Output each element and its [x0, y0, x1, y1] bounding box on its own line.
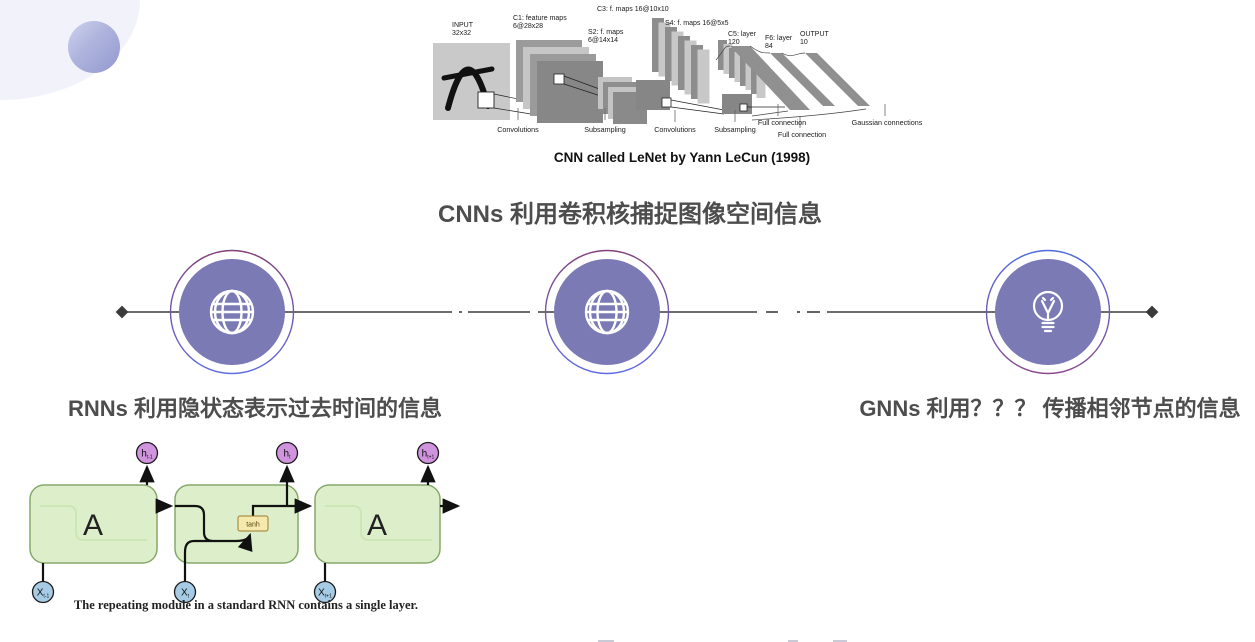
rnn-cell-label: A: [83, 509, 103, 542]
rnn-module-figure: tanh A A ht-1 ht ht+1 Xt-1: [29, 441, 461, 604]
svg-text:ht: ht: [284, 449, 292, 461]
rnn-cells: [29, 484, 441, 564]
svg-text:Convolutions: Convolutions: [654, 125, 696, 134]
svg-text:120: 120: [728, 39, 740, 46]
svg-text:INPUT: INPUT: [452, 22, 474, 29]
rnn-tanh-box: tanh: [237, 515, 269, 532]
rnn-signal-paths: [41, 464, 461, 582]
svg-text:C5: layer: C5: layer: [728, 31, 757, 38]
svg-text:Xt+1: Xt+1: [318, 588, 332, 600]
svg-text:6@14x14: 6@14x14: [588, 37, 618, 44]
svg-text:84: 84: [765, 43, 773, 50]
lenet-c3-stack: [652, 18, 710, 104]
svg-text:Gaussian connections: Gaussian connections: [852, 118, 923, 127]
svg-text:Subsampling: Subsampling: [714, 125, 756, 134]
timeline-node-rnn: [544, 249, 670, 375]
svg-text:C1: feature maps: C1: feature maps: [513, 15, 567, 22]
rnn-hidden-nodes: ht-1 ht ht+1: [135, 441, 440, 465]
svg-text:Xt: Xt: [181, 588, 190, 600]
timeline-node-gnn: [985, 249, 1111, 375]
gnn-heading: GNNs 利用？？？ 传播相邻节点的信息: [859, 396, 1241, 421]
cnn-heading: CNNs 利用卷积核捕捉图像空间信息: [437, 201, 822, 228]
timeline-start-diamond: [115, 305, 129, 319]
rnn-cell-label: A: [367, 509, 387, 542]
globe-icon: [584, 289, 630, 335]
rnn-tanh-label: tanh: [246, 522, 260, 529]
rnn-input-nodes: Xt-1 Xt Xt+1: [31, 580, 337, 604]
svg-text:Subsampling: Subsampling: [584, 125, 626, 134]
svg-text:S4: f. maps 16@5x5: S4: f. maps 16@5x5: [665, 20, 729, 27]
rnn-heading: RNNs 利用隐状态表示过去时间的信息: [67, 396, 442, 421]
svg-text:C3: f. maps 16@10x10: C3: f. maps 16@10x10: [597, 6, 669, 13]
lenet-fc-bars: [730, 46, 870, 110]
svg-text:ht+1: ht+1: [422, 449, 435, 461]
svg-text:ht-1: ht-1: [141, 449, 153, 461]
timeline-end-diamond: [1145, 305, 1159, 319]
svg-text:32x32: 32x32: [452, 30, 471, 37]
bottom-edge-artifact: [833, 640, 847, 642]
svg-text:Full connection: Full connection: [758, 118, 806, 127]
lenet-s4-stack: [718, 40, 766, 98]
lenet-c1-stack: [516, 40, 603, 123]
timeline: [115, 249, 1159, 375]
lenet-layer-labels: INPUT 32x32 C1: feature maps 6@28x28 S2:…: [452, 6, 830, 50]
svg-text:Xt-1: Xt-1: [37, 588, 50, 600]
svg-text:Convolutions: Convolutions: [497, 125, 539, 134]
bottom-edge-artifact: [788, 640, 798, 642]
svg-text:10: 10: [800, 39, 808, 46]
lenet-input-letter-bar: [441, 66, 495, 81]
lenet-architecture-figure: INPUT 32x32 C1: feature maps 6@28x28 S2:…: [433, 6, 923, 139]
svg-text:6@28x28: 6@28x28: [513, 23, 543, 30]
svg-text:OUTPUT: OUTPUT: [800, 31, 830, 38]
globe-icon: [209, 289, 255, 335]
svg-text:Full connection: Full connection: [778, 130, 826, 139]
lenet-caption: CNN called LeNet by Yann LeCun (1998): [553, 150, 811, 165]
lenet-tick-marks: [517, 104, 886, 128]
timeline-node-cnn: [169, 249, 295, 375]
lightbulb-icon: [1032, 290, 1064, 333]
bottom-edge-artifact: [598, 640, 614, 642]
svg-text:S2: f. maps: S2: f. maps: [588, 29, 624, 36]
rnn-caption: The repeating module in a standard RNN c…: [73, 598, 419, 612]
lenet-operation-labels: Convolutions Subsampling Convolutions Su…: [497, 118, 923, 139]
svg-text:F6: layer: F6: layer: [765, 35, 793, 42]
corner-gradient-circle: [68, 21, 120, 73]
lenet-receptive-field-box: [477, 91, 495, 109]
